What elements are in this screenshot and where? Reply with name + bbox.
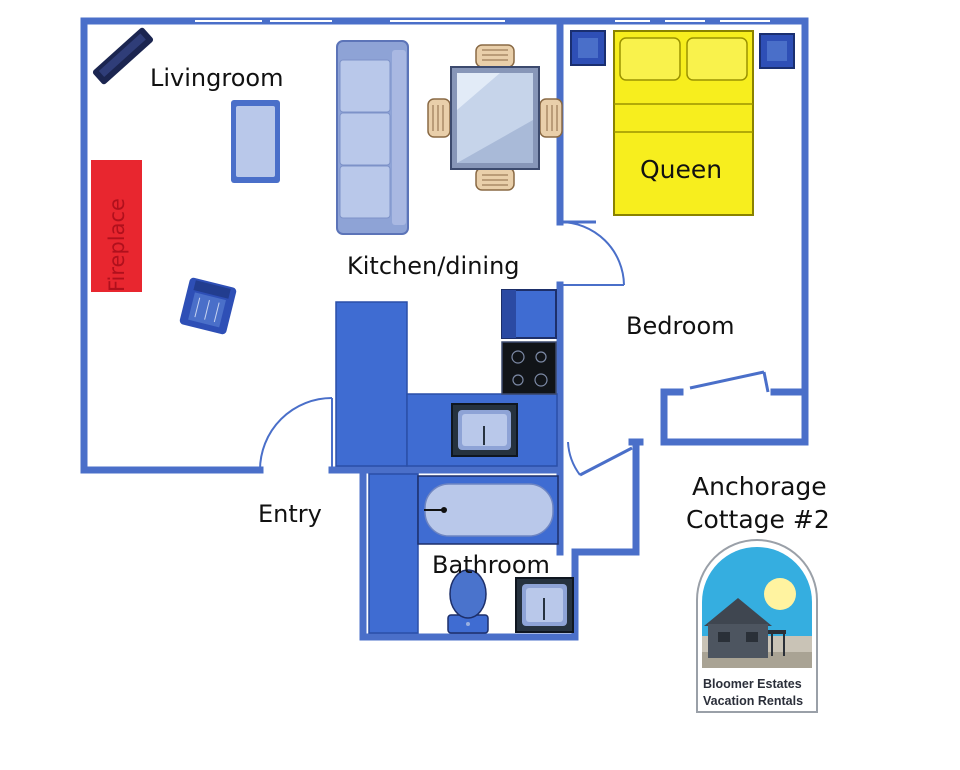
- closet-door: [689, 370, 765, 390]
- cottage-icon: [704, 598, 772, 626]
- room-label-kitchen: Kitchen/dining: [347, 252, 520, 280]
- bed-label: Queen: [640, 155, 722, 184]
- cottage-title-line2: Cottage #2: [686, 505, 830, 534]
- logo-line2: Vacation Rentals: [703, 694, 803, 708]
- bathtub: [417, 475, 559, 545]
- sun-icon: [764, 578, 796, 610]
- coffee-table: [231, 100, 280, 183]
- logo-line1: Bloomer Estates: [703, 677, 802, 691]
- fireplace: Fireplace: [91, 160, 142, 292]
- bathroom-sink: [515, 577, 574, 633]
- bath-counter: [368, 473, 419, 634]
- room-label-livingroom: Livingroom: [150, 64, 283, 92]
- fireplace-label: Fireplace: [105, 198, 129, 292]
- company-logo: Bloomer Estates Vacation Rentals: [696, 539, 818, 713]
- tv-stand: [92, 27, 154, 85]
- kitchen-sink: [451, 403, 518, 457]
- nightstand-right: [759, 33, 795, 69]
- stove: [501, 341, 557, 395]
- refrigerator: [501, 289, 557, 339]
- room-label-entry: Entry: [258, 500, 322, 528]
- toilet: [447, 569, 489, 634]
- nightstand-left: [570, 30, 606, 66]
- cottage-title-line1: Anchorage: [692, 472, 827, 501]
- room-label-bedroom: Bedroom: [626, 312, 735, 340]
- room-label-bathroom: Bathroom: [432, 551, 550, 579]
- queen-bed: Queen: [613, 30, 754, 216]
- armchair: [179, 277, 237, 335]
- sofa: [336, 40, 409, 235]
- doors: [259, 220, 633, 477]
- dining-set: [427, 44, 563, 191]
